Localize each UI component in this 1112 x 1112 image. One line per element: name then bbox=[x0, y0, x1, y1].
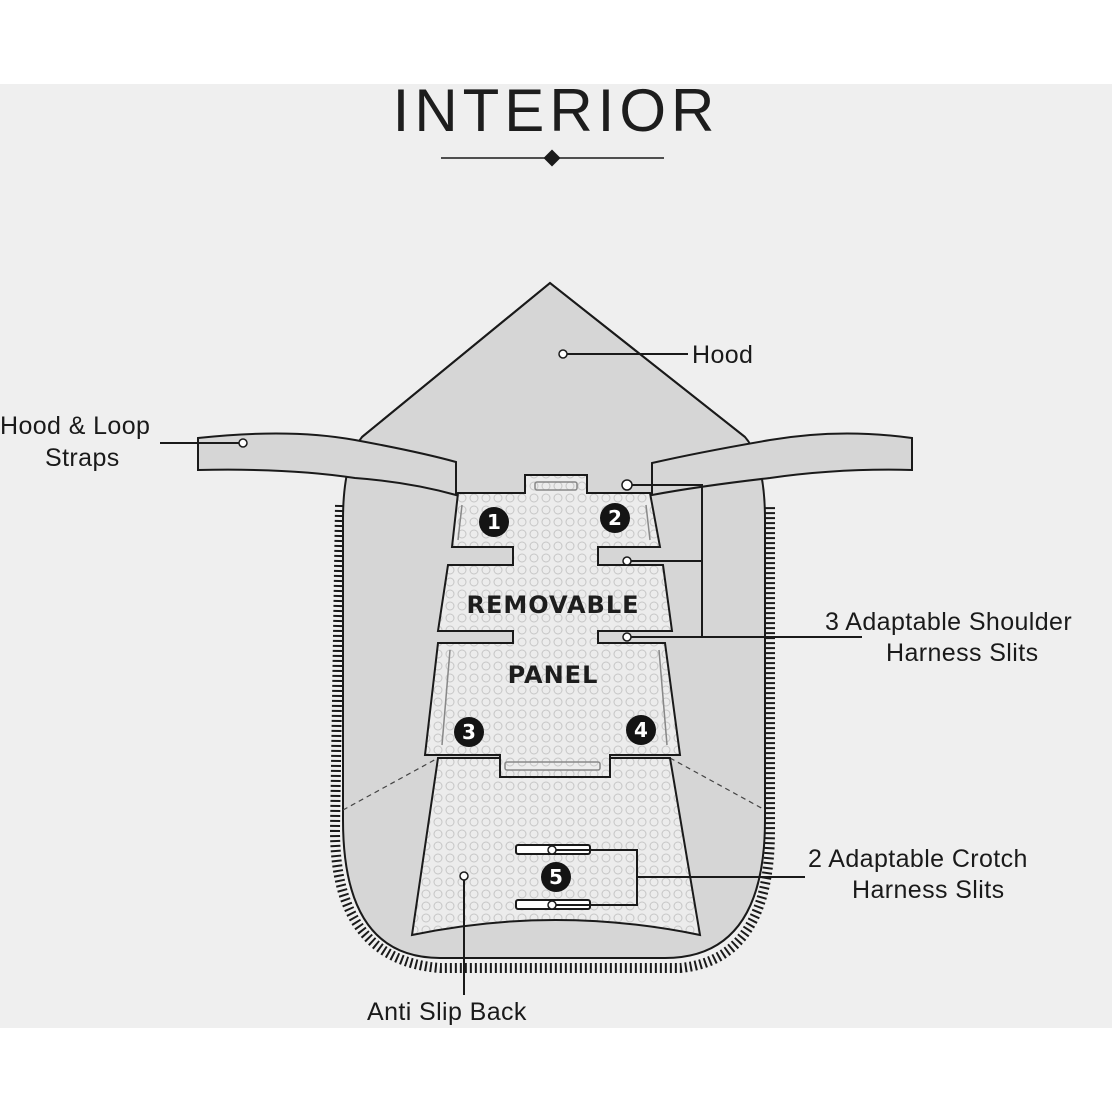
svg-text:5: 5 bbox=[549, 865, 563, 889]
page-title: INTERIOR bbox=[392, 77, 720, 144]
hood-and-loop-strap-left bbox=[197, 432, 457, 497]
label-shoulder-line2: Harness Slits bbox=[886, 639, 1039, 667]
svg-text:4: 4 bbox=[634, 718, 648, 742]
panel-text-panel: PANEL bbox=[508, 661, 599, 689]
label-hood: Hood bbox=[692, 341, 754, 369]
svg-text:2: 2 bbox=[608, 506, 622, 530]
leader-lines bbox=[160, 353, 862, 995]
label-straps-line1: Hood & Loop bbox=[0, 412, 151, 440]
leader-dots bbox=[238, 349, 633, 910]
hood-and-loop-strap-right bbox=[651, 432, 913, 497]
marker-3: 3 bbox=[454, 717, 484, 747]
hood bbox=[361, 281, 746, 438]
panel-inner-guides bbox=[441, 481, 668, 771]
label-anti-slip-back: Anti Slip Back bbox=[367, 998, 527, 1026]
svg-text:1: 1 bbox=[487, 510, 501, 534]
label-straps-line2: Straps bbox=[45, 444, 120, 472]
removable-panel bbox=[423, 474, 682, 778]
panel-text-removable: REMOVABLE bbox=[466, 591, 639, 619]
label-crotch-line1: 2 Adaptable Crotch bbox=[808, 845, 1028, 873]
label-shoulder-line1: 3 Adaptable Shoulder bbox=[825, 608, 1073, 636]
marker-2: 2 bbox=[600, 503, 630, 533]
marker-4: 4 bbox=[626, 715, 656, 745]
svg-text:3: 3 bbox=[462, 720, 476, 744]
zipper bbox=[329, 504, 775, 973]
title-divider bbox=[441, 149, 664, 167]
marker-1: 1 bbox=[479, 507, 509, 537]
label-crotch-line2: Harness Slits bbox=[852, 876, 1005, 904]
seam-lines bbox=[342, 757, 766, 811]
marker-5: 5 bbox=[541, 862, 571, 892]
